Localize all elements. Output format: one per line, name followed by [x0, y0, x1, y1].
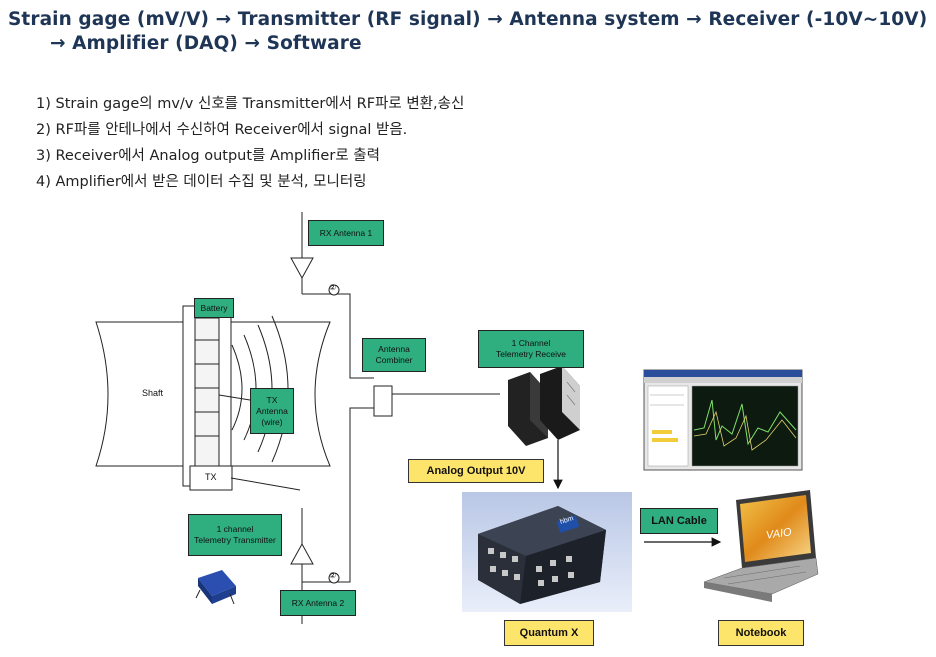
step-item: 1) Strain gage의 mv/v 신호를 Transmitter에서 R…: [36, 96, 465, 112]
quantum-x-device: [462, 492, 632, 612]
step-item: 3) Receiver에서 Analog output를 Amplifier로 …: [36, 148, 380, 164]
shaft-label: Shaft: [142, 388, 164, 398]
antenna-combiner-label: Antenna Combiner: [362, 338, 426, 372]
quantum-x-label: Quantum X: [504, 620, 594, 646]
analog-output-label: Analog Output 10V: [408, 459, 544, 483]
telemetry-receiver-label: 1 Channel Telemetry Receive: [478, 330, 584, 368]
receiver-module-icon: [508, 366, 580, 446]
antenna-wiring: [290, 212, 500, 624]
step-list: 1) Strain gage의 mv/v 신호를 Transmitter에서 R…: [36, 91, 464, 195]
rx-antenna-1-label: RX Antenna 1: [308, 220, 384, 246]
page-title: Strain gage (mV/V) → Transmitter (RF sig…: [8, 8, 927, 56]
step-item: 2) RF파를 안테나에서 수신하여 Receiver에서 signal 받음.: [36, 122, 408, 138]
monitor-software-screenshot: [643, 369, 803, 471]
tx-antenna-label: TX Antenna (wire): [250, 388, 294, 434]
step-item: 4) Amplifier에서 받은 데이터 수집 및 분석, 모니터링: [36, 174, 367, 190]
title-line-1: Strain gage (mV/V) → Transmitter (RF sig…: [8, 9, 928, 30]
laptop-icon: [703, 490, 819, 602]
tx-label: TX: [205, 472, 217, 482]
notebook-label: Notebook: [718, 620, 804, 646]
battery-label: Battery: [194, 298, 234, 318]
title-line-2: → Amplifier (DAQ) → Software: [50, 33, 362, 54]
marker-circle-top: [328, 284, 340, 296]
lan-cable-label: LAN Cable: [640, 508, 718, 534]
transmitter-module-icon: [195, 570, 236, 605]
sensor-collar: [182, 305, 233, 491]
marker-top: ②: [329, 283, 337, 292]
rx-antenna-2-label: RX Antenna 2: [280, 590, 356, 616]
marker-bottom: ②: [329, 571, 337, 580]
telemetry-transmitter-label: 1 channel Telemetry Transmitter: [188, 514, 282, 556]
marker-circle-bottom: [328, 572, 340, 584]
